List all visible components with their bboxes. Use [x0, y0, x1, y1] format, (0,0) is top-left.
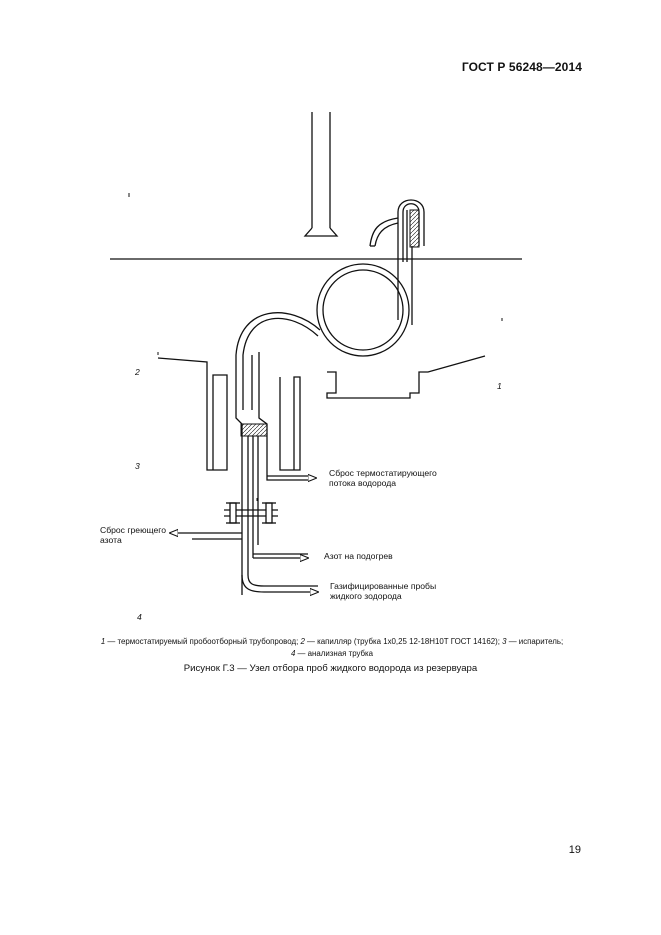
- reset-heating-nitrogen-label: Сброс греющего азота: [100, 525, 166, 545]
- nitrogen-lines: [170, 533, 308, 558]
- document-code: ГОСТ Р 56248—2014: [461, 60, 582, 74]
- tank-roof: [157, 355, 486, 471]
- evaporator: [235, 410, 310, 595]
- reset-thermostat-flow-label: Сброс термостатирующего потока водорода: [329, 468, 437, 488]
- figure-caption: Рисунок Г.3 — Узел отбора проб жидкого в…: [183, 663, 478, 674]
- capillary-coil: [316, 262, 413, 357]
- top-hook-tubes: [369, 199, 425, 248]
- nitrogen-heating-label: Азот на подогрев: [324, 551, 393, 561]
- capillary-vertical: [397, 210, 413, 262]
- position-number-2: 2: [135, 367, 140, 377]
- gasified-samples-label: Газифицированные пробы жидкого зодорода: [330, 581, 437, 601]
- page-number: 19: [568, 844, 581, 856]
- position-number-1: 1: [497, 381, 502, 391]
- sample-outlet: [241, 574, 318, 592]
- position-number-4: 4: [137, 612, 142, 622]
- position-number-3: 3: [135, 461, 140, 471]
- flange: [224, 502, 278, 524]
- figure-legend: 1 — термостатируемый пробоотборный трубо…: [100, 637, 564, 658]
- sampling-line: [235, 312, 321, 410]
- vertical-pipe-funnel: [303, 112, 339, 237]
